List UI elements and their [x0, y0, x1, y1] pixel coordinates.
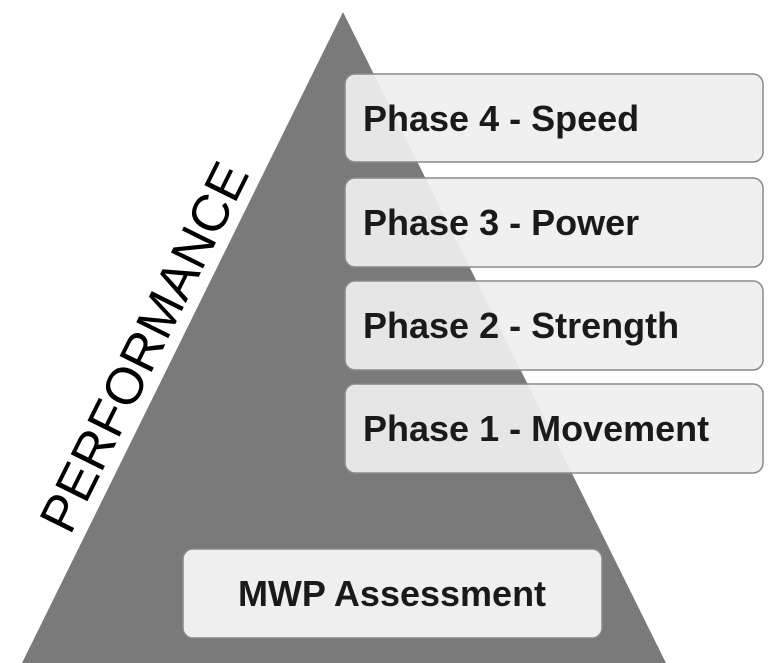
phase-label-2: Phase 2 - Strength — [363, 305, 679, 346]
phase-label-4: Phase 4 - Speed — [363, 98, 639, 139]
assessment-label: MWP Assessment — [238, 573, 546, 614]
assessment-box: MWP Assessment — [182, 548, 603, 639]
pyramid-shape — [22, 12, 666, 663]
phase-label-1: Phase 1 - Movement — [363, 408, 709, 449]
phase-label-3: Phase 3 - Power — [363, 202, 639, 243]
phase-box-4: Phase 4 - Speed — [344, 73, 764, 163]
phase-box-1: Phase 1 - Movement — [344, 383, 764, 474]
phase-box-2: Phase 2 - Strength — [344, 280, 764, 371]
phase-box-3: Phase 3 - Power — [344, 177, 764, 268]
